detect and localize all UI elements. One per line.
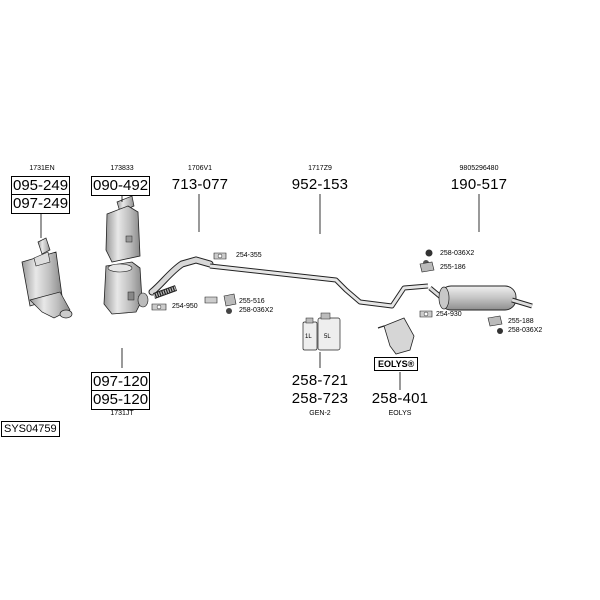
- ref-9805296480: 9805296480: [459, 165, 499, 172]
- part-090-492[interactable]: 090-492: [91, 176, 151, 196]
- part-254-355[interactable]: 254-355: [236, 252, 262, 259]
- ref-1706v1: 1706V1: [187, 165, 213, 172]
- part-258-036x2-c[interactable]: 258-036X2: [508, 327, 543, 334]
- part-952-153[interactable]: 952-153: [291, 176, 349, 193]
- ref-1731jt: 1731JT: [110, 410, 134, 417]
- part-254-930[interactable]: 254-930: [436, 311, 462, 318]
- part-190-517[interactable]: 190-517: [450, 176, 508, 193]
- catalyst-1731en-drawing: [21, 237, 73, 319]
- leader-lines: [40, 192, 480, 390]
- ref-1717z9: 1717Z9: [308, 165, 332, 172]
- flex-pipe-drawing: [148, 256, 214, 299]
- part-095-249[interactable]: 095-249: [11, 176, 71, 196]
- part-258-036x2-a[interactable]: 258-036X2: [239, 307, 274, 314]
- part-258-401[interactable]: 258-401: [371, 390, 429, 407]
- part-255-188[interactable]: 255-188: [508, 318, 534, 325]
- bottle-5l-label: 5L: [324, 334, 331, 340]
- part-255-516[interactable]: 255-516: [239, 298, 265, 305]
- ref-173833: 173833: [110, 165, 134, 172]
- eolys-tank-drawing: [377, 317, 415, 355]
- rear-silencer-drawing: [428, 285, 533, 311]
- ref-1731en: 1731EN: [29, 165, 55, 172]
- part-258-036x2-b[interactable]: 258-036X2: [440, 250, 475, 257]
- part-713-077[interactable]: 713-077: [171, 176, 229, 193]
- ref-eolys: EOLYS: [388, 410, 412, 417]
- middle-pipe-drawing: [209, 263, 429, 309]
- additive-bottles-drawing: [302, 312, 341, 351]
- eolys-badge: EOLYS®: [374, 357, 419, 371]
- catalyst-173833-drawing: [103, 195, 149, 315]
- part-097-120[interactable]: 097-120: [91, 372, 151, 392]
- part-097-249[interactable]: 097-249: [11, 194, 71, 214]
- part-258-723[interactable]: 258-723: [291, 390, 349, 407]
- part-255-186[interactable]: 255-186: [440, 264, 466, 271]
- part-095-120[interactable]: 095-120: [91, 390, 151, 410]
- system-code: SYS04759: [1, 421, 60, 437]
- part-258-721[interactable]: 258-721: [291, 372, 349, 389]
- small-hardware-drawings: [151, 249, 503, 334]
- part-254-950[interactable]: 254-950: [172, 303, 198, 310]
- ref-gen-2: GEN-2: [309, 410, 331, 417]
- bottle-1l-label: 1L: [305, 334, 312, 340]
